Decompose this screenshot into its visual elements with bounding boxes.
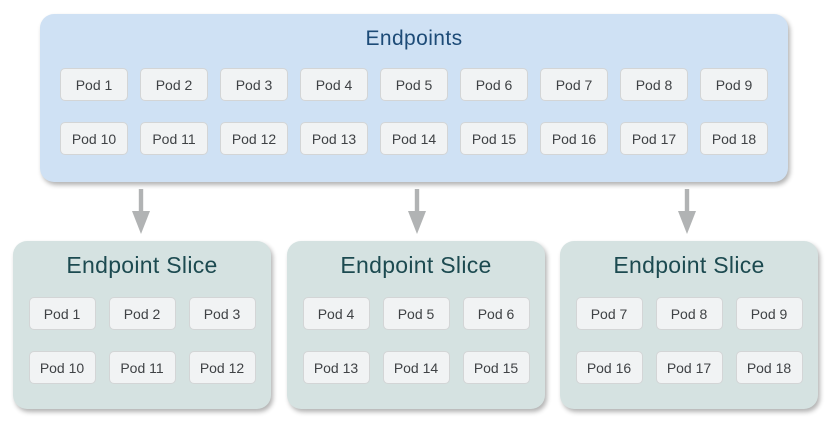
pod-box: Pod 6 — [460, 68, 528, 101]
pod-box: Pod 5 — [380, 68, 448, 101]
endpoint-slice-box-1: Endpoint Slice Pod 1 Pod 2 Pod 3 Pod 10 … — [13, 241, 271, 409]
pod-box: Pod 6 — [462, 297, 530, 330]
pod-box: Pod 16 — [575, 351, 643, 384]
pod-box: Pod 13 — [302, 351, 370, 384]
pod-box: Pod 4 — [300, 68, 368, 101]
pod-box: Pod 9 — [700, 68, 768, 101]
pod-box: Pod 10 — [60, 122, 128, 155]
pod-box: Pod 7 — [540, 68, 608, 101]
pod-box: Pod 11 — [108, 351, 176, 384]
pod-box: Pod 13 — [300, 122, 368, 155]
endpoint-slice-title: Endpoint Slice — [340, 252, 492, 278]
endpoint-slice-box-2: Endpoint Slice Pod 4 Pod 5 Pod 6 Pod 13 … — [287, 241, 545, 409]
slice-pod-row-1: Pod 1 Pod 2 Pod 3 — [13, 297, 271, 330]
down-arrow-icon — [408, 189, 426, 234]
endpoints-pod-row-2: Pod 10 Pod 11 Pod 12 Pod 13 Pod 14 Pod 1… — [40, 122, 788, 155]
pod-box: Pod 3 — [188, 297, 256, 330]
pod-box: Pod 5 — [382, 297, 450, 330]
endpoint-slice-title: Endpoint Slice — [66, 252, 218, 278]
pod-box: Pod 2 — [140, 68, 208, 101]
down-arrow-icon — [678, 189, 696, 234]
pod-box: Pod 18 — [735, 351, 803, 384]
pod-box: Pod 2 — [108, 297, 176, 330]
pod-box: Pod 18 — [700, 122, 768, 155]
pod-box: Pod 1 — [60, 68, 128, 101]
pod-box: Pod 14 — [382, 351, 450, 384]
endpoints-title: Endpoints — [365, 27, 463, 50]
pod-box: Pod 11 — [140, 122, 208, 155]
pod-box: Pod 16 — [540, 122, 608, 155]
pod-box: Pod 8 — [620, 68, 688, 101]
endpoints-pod-row-1: Pod 1 Pod 2 Pod 3 Pod 4 Pod 5 Pod 6 Pod … — [40, 68, 788, 101]
pod-box: Pod 14 — [380, 122, 448, 155]
pod-box: Pod 1 — [28, 297, 96, 330]
endpoints-box: Endpoints Pod 1 Pod 2 Pod 3 Pod 4 Pod 5 … — [40, 14, 788, 182]
slice-pod-row-2: Pod 10 Pod 11 Pod 12 — [13, 351, 271, 384]
pod-box: Pod 4 — [302, 297, 370, 330]
pod-box: Pod 3 — [220, 68, 288, 101]
pod-box: Pod 8 — [655, 297, 723, 330]
pod-box: Pod 17 — [655, 351, 723, 384]
slice-pod-row-2: Pod 13 Pod 14 Pod 15 — [287, 351, 545, 384]
pod-box: Pod 12 — [188, 351, 256, 384]
pod-box: Pod 17 — [620, 122, 688, 155]
down-arrow-icon — [132, 189, 150, 234]
pod-box: Pod 9 — [735, 297, 803, 330]
pod-box: Pod 10 — [28, 351, 96, 384]
pod-box: Pod 7 — [575, 297, 643, 330]
pod-box: Pod 15 — [460, 122, 528, 155]
slice-pod-row-2: Pod 16 Pod 17 Pod 18 — [560, 351, 818, 384]
endpoint-slice-title: Endpoint Slice — [613, 252, 765, 278]
slice-pod-row-1: Pod 7 Pod 8 Pod 9 — [560, 297, 818, 330]
slice-pod-row-1: Pod 4 Pod 5 Pod 6 — [287, 297, 545, 330]
endpoint-slice-box-3: Endpoint Slice Pod 7 Pod 8 Pod 9 Pod 16 … — [560, 241, 818, 409]
pod-box: Pod 15 — [462, 351, 530, 384]
pod-box: Pod 12 — [220, 122, 288, 155]
